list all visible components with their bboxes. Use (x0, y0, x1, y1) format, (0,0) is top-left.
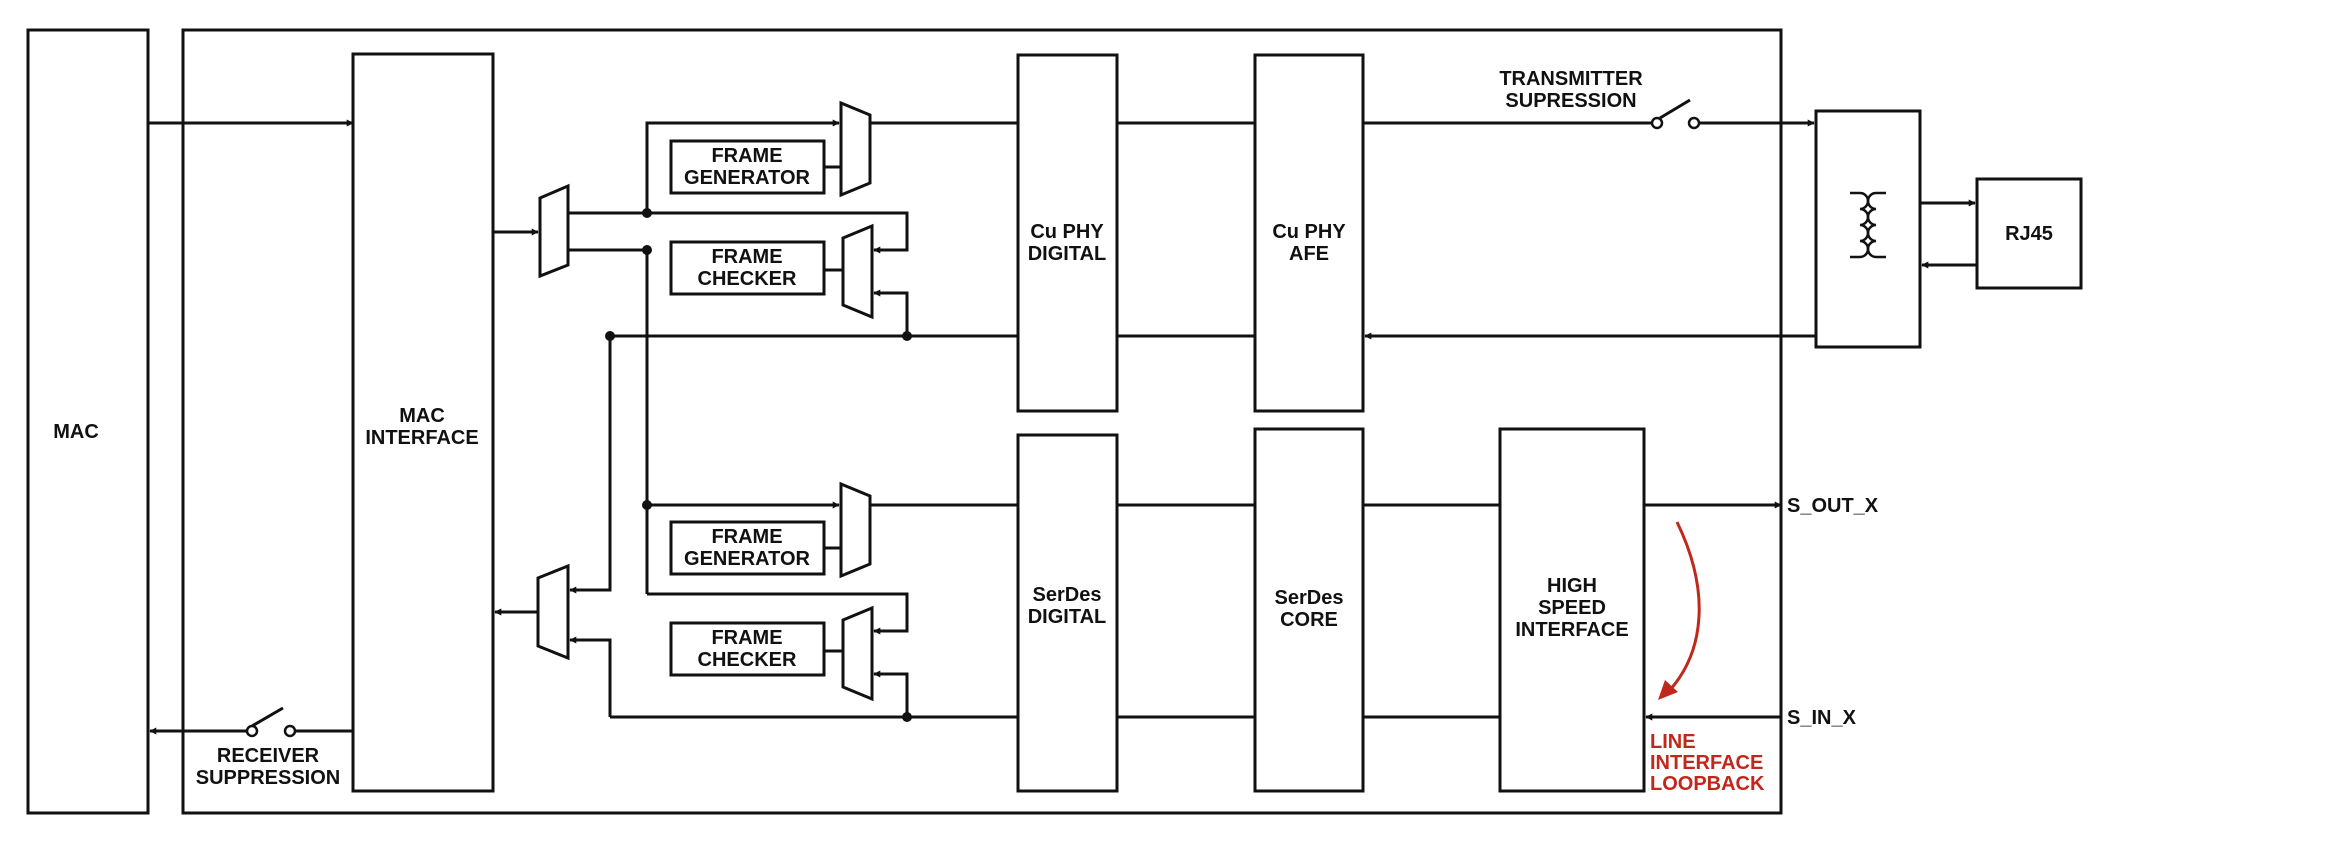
serdes-digital-label-1: SerDes (1033, 584, 1102, 606)
tx-switch-node-b (1687, 116, 1701, 130)
frame-generator-lower-label-1: FRAME (711, 526, 782, 548)
frame-checker-upper (669, 240, 826, 296)
frame-checker-lower-label-2: CHECKER (698, 649, 797, 671)
upper-gen-feed (645, 119, 840, 213)
cu-phy-afe-label-2: AFE (1289, 243, 1329, 265)
s-in-label: S_IN_X (1787, 707, 1857, 729)
frame-checker-upper-label-1: FRAME (711, 246, 782, 268)
serdes-core-label-2: CORE (1280, 609, 1338, 631)
rj45-block (1975, 177, 2083, 290)
cu-phy-digital-block (1016, 53, 1119, 413)
rx-mux-bottom (536, 563, 570, 661)
tx-mux-top (538, 183, 570, 279)
upper-rx-to-mux (569, 336, 612, 594)
serdes-digital-label-2: DIGITAL (1028, 606, 1107, 628)
tx-switch-node-a (1650, 116, 1664, 130)
loopback-arrow-curve (1668, 521, 1701, 691)
tx-mux-lower (839, 481, 872, 579)
rx-switch-blade (251, 706, 284, 728)
high-speed-interface-block (1498, 427, 1646, 793)
lower-rx-loop-a (647, 592, 909, 635)
rj45-label: RJ45 (2005, 223, 2053, 245)
cu-phy-digital-label-1: Cu PHY (1030, 221, 1104, 243)
serdes-digital-block (1016, 433, 1119, 793)
frame-generator-lower (669, 520, 826, 576)
upper-rx-loop-a (647, 211, 909, 254)
frame-checker-lower-label-1: FRAME (711, 627, 782, 649)
rx-mux-lower (841, 605, 874, 702)
loopback-label-3: LOOPBACK (1650, 773, 1765, 795)
loopback-label-1: LINE (1650, 731, 1696, 753)
transformer-icon (1850, 191, 1886, 259)
mac-interface-label-2: INTERFACE (365, 427, 478, 449)
rx-switch-node-a (283, 724, 297, 738)
mac-interface-label-1: MAC (399, 405, 445, 427)
frame-generator-upper-label-2: GENERATOR (684, 167, 810, 189)
frame-generator-upper-label-1: FRAME (711, 145, 782, 167)
lower-rx-loop-b (873, 670, 909, 717)
tx-switch-blade (1659, 98, 1691, 120)
frame-checker-upper-label-2: CHECKER (698, 268, 797, 290)
s-out-label: S_OUT_X (1787, 495, 1879, 517)
cu-phy-afe-label-1: Cu PHY (1272, 221, 1346, 243)
lower-rx-to-mux (569, 636, 612, 717)
upper-rx-loop-b (873, 289, 909, 336)
cu-phy-digital-label-2: DIGITAL (1028, 243, 1107, 265)
frame-checker-lower (669, 621, 826, 677)
high-speed-interface-label-1: HIGH (1547, 575, 1597, 597)
loopback-label-2: INTERFACE (1650, 752, 1763, 774)
mac-interface-block (351, 52, 495, 793)
mac-block (26, 28, 150, 815)
receiver-suppression-label-1: RECEIVER (217, 745, 320, 767)
transmitter-suppression-label-2: SUPRESSION (1505, 90, 1636, 112)
serdes-core-block (1253, 427, 1365, 793)
rx-switch-node-b (245, 724, 259, 738)
serdes-core-label-1: SerDes (1275, 587, 1344, 609)
mac-label: MAC (53, 421, 99, 443)
transmitter-suppression-label-1: TRANSMITTER (1499, 68, 1643, 90)
junction-4 (642, 245, 652, 255)
high-speed-interface-label-2: SPEED (1538, 597, 1606, 619)
loopback-arrow-head (1658, 680, 1678, 700)
cu-phy-afe-block (1253, 53, 1365, 413)
receiver-suppression-label-2: SUPPRESSION (196, 767, 340, 789)
frame-generator-lower-label-2: GENERATOR (684, 548, 810, 570)
rx-mux-upper (841, 223, 874, 320)
high-speed-interface-label-3: INTERFACE (1515, 619, 1628, 641)
tx-mux-upper (839, 100, 872, 198)
